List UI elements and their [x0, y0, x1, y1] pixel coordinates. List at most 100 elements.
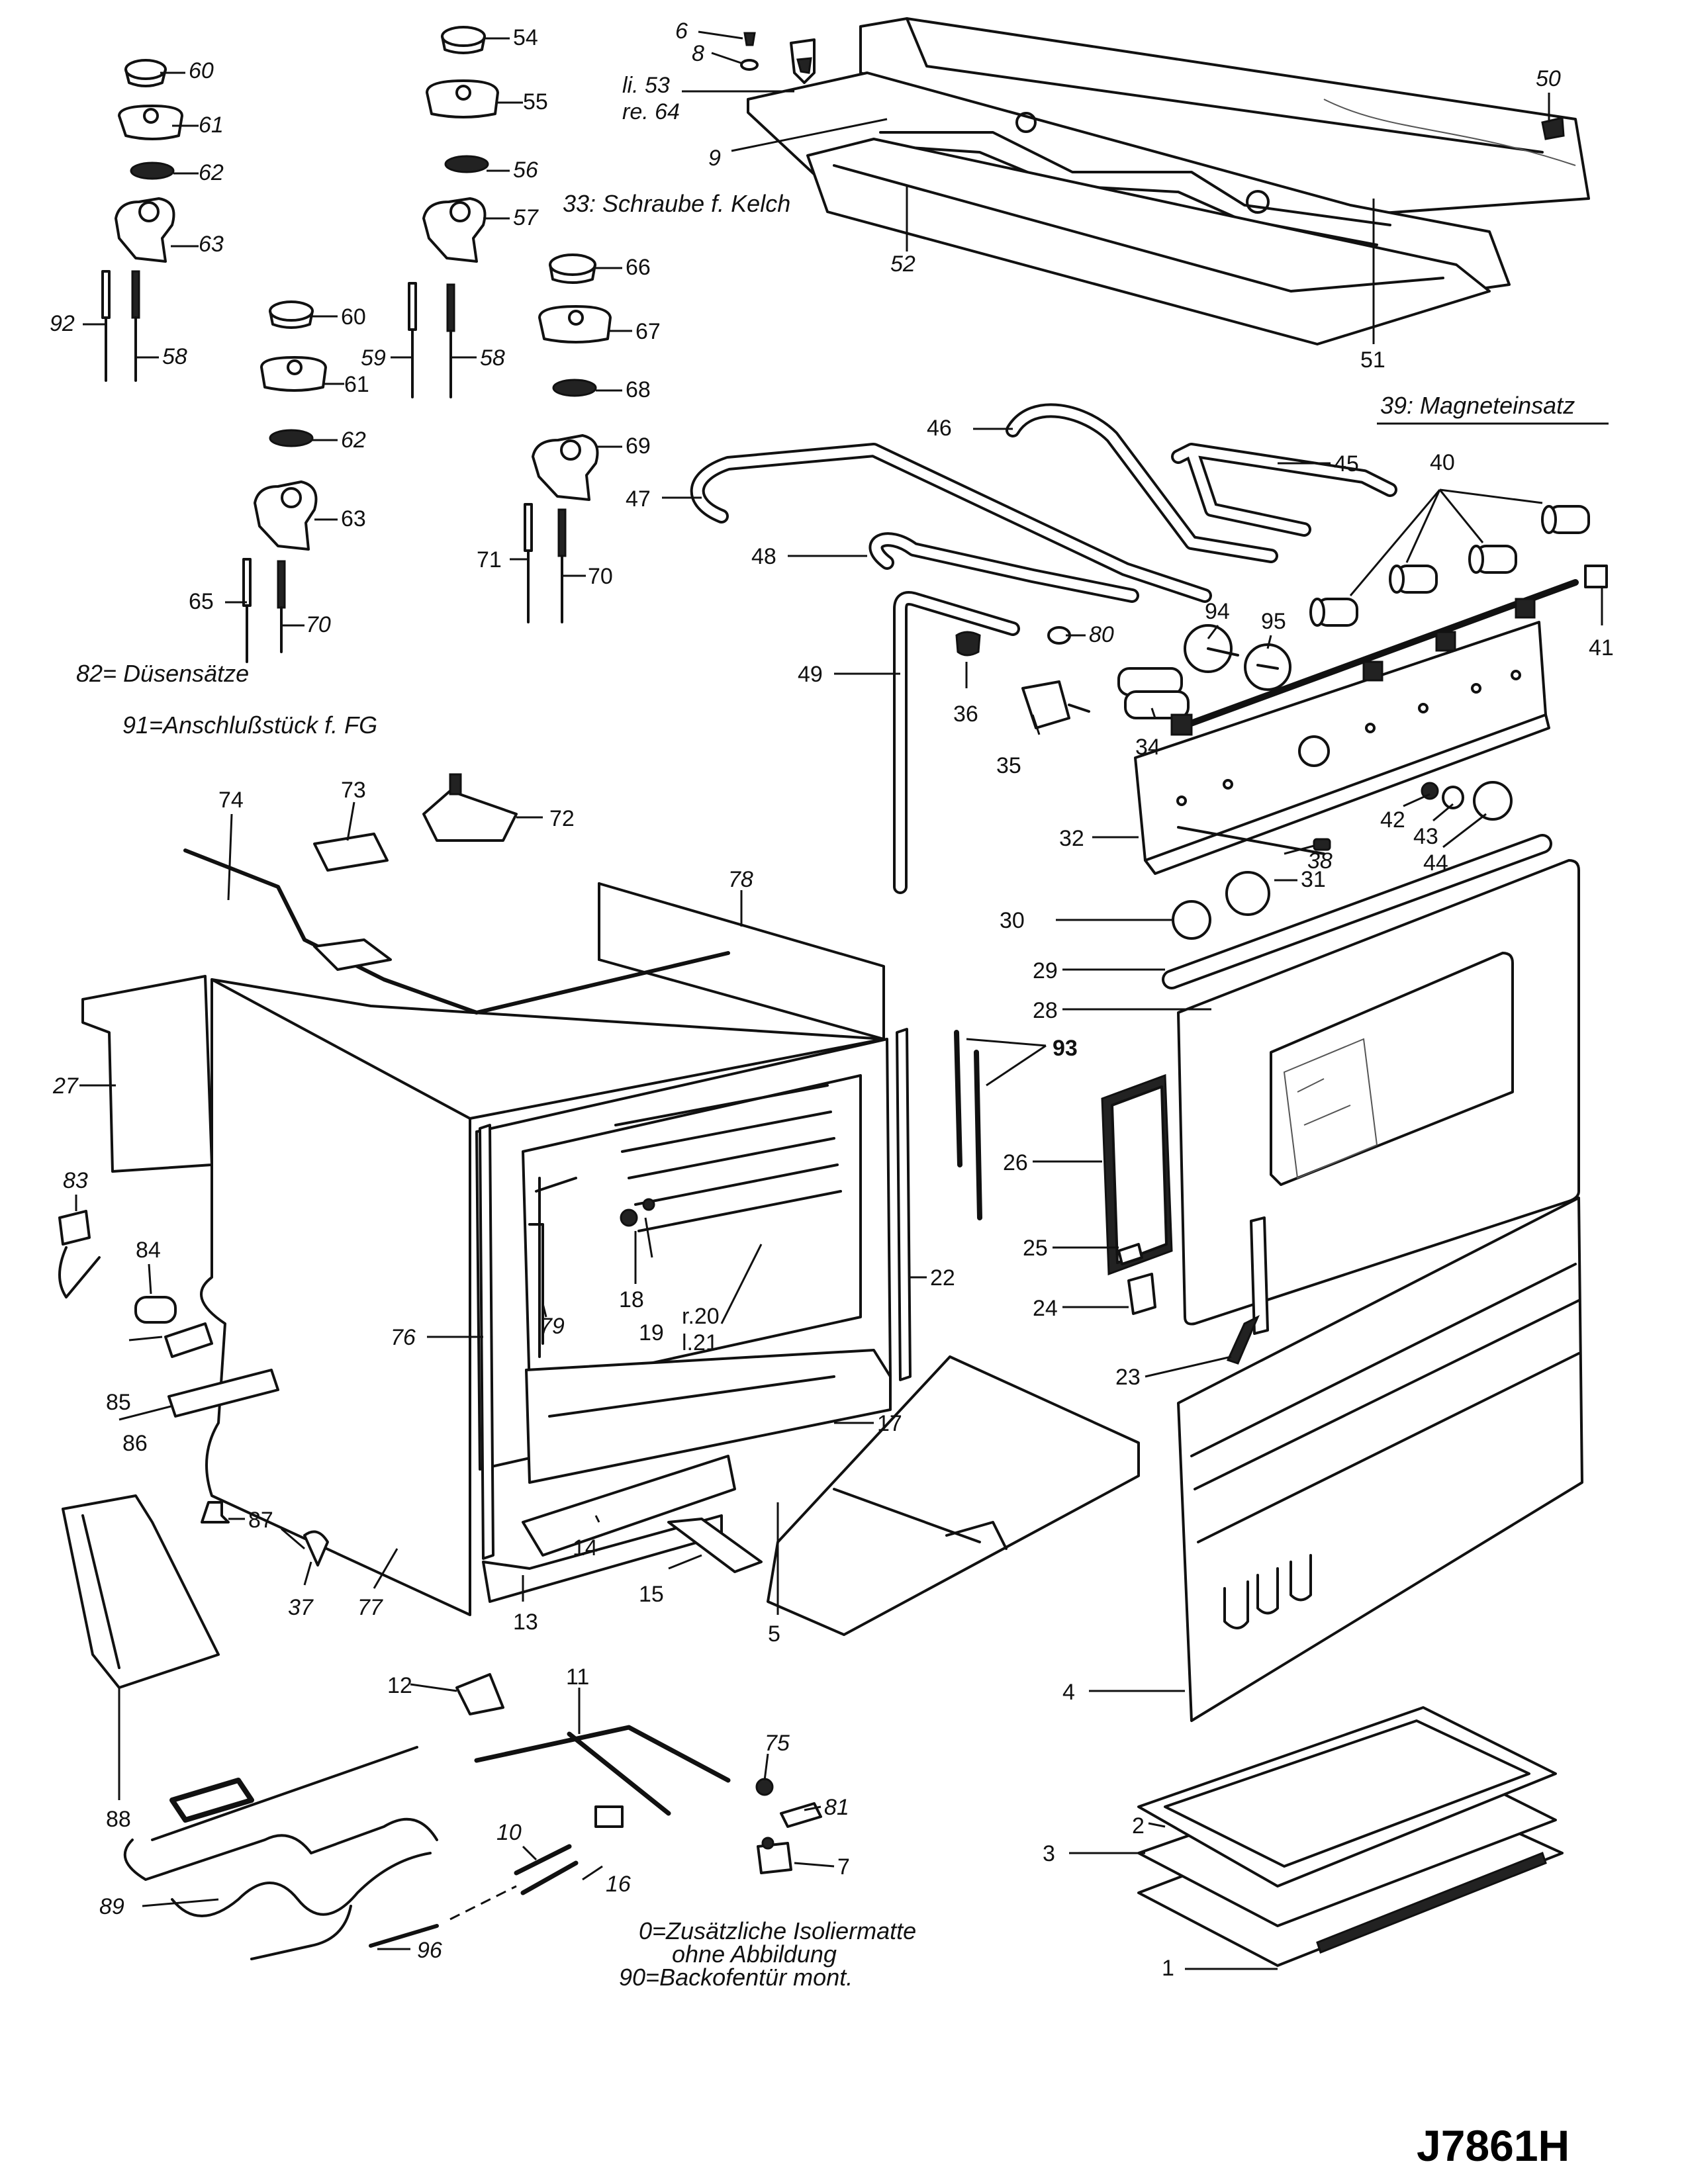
glass-seal-25 [1117, 1243, 1143, 1265]
callout-94: 94 [1205, 599, 1230, 624]
probe-96 [369, 1885, 517, 1948]
rail-15 [667, 1518, 763, 1573]
burner-base-69 [532, 434, 599, 501]
callout-77: 77 [357, 1595, 383, 1620]
callout-84: 84 [136, 1238, 161, 1263]
callout-62b: 62 [341, 428, 366, 453]
burner-body-61b [260, 356, 327, 392]
burner-body-55 [426, 79, 499, 118]
gas-pipe-49 [893, 591, 1020, 894]
heating-element-89 [123, 1746, 438, 1960]
note-door: 90=Backofentür mont. [619, 1964, 853, 1991]
burner-cap-60a [124, 59, 167, 87]
lamp-84 [134, 1296, 177, 1324]
callout-41: 41 [1589, 635, 1614, 660]
spark-36 [955, 631, 981, 657]
oven-door-28 [1177, 859, 1580, 1326]
callout-43: 43 [1413, 824, 1438, 849]
callout-10: 10 [496, 1820, 522, 1845]
side-panel-4 [1177, 1197, 1583, 1722]
callout-70b: 70 [588, 564, 613, 589]
note-insulation-2: ohne Abbildung [672, 1940, 837, 1968]
callout-38: 38 [1307, 848, 1333, 874]
callout-61b: 61 [344, 372, 369, 397]
oven-floor-5 [767, 1355, 1140, 1636]
leader-lines [75, 30, 1609, 1970]
thermocouple-59 [408, 282, 417, 398]
knob-31 [1225, 871, 1270, 916]
callout-50: 50 [1536, 66, 1561, 91]
callout-93: 93 [1053, 1036, 1078, 1061]
callout-40: 40 [1430, 450, 1455, 475]
callout-78: 78 [728, 867, 753, 892]
callout-45: 45 [1334, 451, 1359, 477]
callout-81: 81 [824, 1795, 849, 1820]
side-rail-93 [954, 1030, 982, 1220]
foot-87 [201, 1501, 230, 1524]
note-screw: 33: Schraube f. Kelch [563, 190, 790, 217]
hinge-24 [1127, 1273, 1156, 1315]
hinge-arm-23 [1226, 1216, 1269, 1365]
switch-83 [58, 1210, 101, 1298]
callout-44: 44 [1423, 850, 1448, 876]
callout-56: 56 [513, 158, 538, 183]
callout-36: 36 [953, 702, 978, 727]
callout-28: 28 [1033, 998, 1058, 1023]
nozzle-58b [446, 283, 455, 398]
callout-67: 67 [635, 319, 661, 344]
callout-52: 52 [890, 251, 915, 277]
element-bracket-11 [474, 1725, 731, 1816]
side-rail-76 [479, 1124, 494, 1560]
callout-65: 65 [189, 589, 214, 614]
bracket-85 [164, 1322, 213, 1358]
thermocouple-65 [242, 558, 252, 663]
nozzle-70a [277, 560, 286, 653]
thermocouple-71 [524, 503, 533, 623]
note-magnet: 39: Magneteinsatz [1380, 392, 1575, 419]
callout-9: 9 [708, 146, 721, 171]
callout-42: 42 [1380, 807, 1405, 833]
sensor-10-16 [514, 1805, 624, 1895]
lamp-18 [620, 1198, 655, 1227]
gas-pipe-47 [690, 443, 1212, 603]
callout-13: 13 [513, 1610, 538, 1635]
burner-base-57 [422, 197, 487, 263]
callout-53: li. 53 [622, 73, 670, 98]
callout-79: 79 [539, 1314, 565, 1339]
door-handle-29 [1162, 834, 1552, 989]
callout-6: 6 [675, 19, 688, 44]
top-cover-assembly [747, 17, 1590, 345]
magnet-insert-40 [1309, 505, 1590, 627]
screw-6 [740, 32, 759, 71]
burner-base-63a [115, 197, 175, 263]
callout-80: 80 [1089, 622, 1114, 647]
seal-62a [130, 161, 175, 180]
callout-58b: 58 [480, 345, 505, 371]
callout-48: 48 [751, 544, 776, 569]
callout-72: 72 [549, 806, 575, 831]
burner-cap-60b [269, 300, 314, 329]
seal-56 [444, 155, 489, 173]
callout-49: 49 [798, 662, 823, 687]
thermocouple-92 [101, 270, 111, 382]
callout-58a: 58 [162, 344, 187, 369]
clamp-75 [755, 1778, 774, 1796]
callout-27: 27 [52, 1073, 79, 1099]
callout-60b: 60 [341, 304, 366, 330]
callout-4: 4 [1062, 1680, 1075, 1705]
callout-76: 76 [391, 1325, 416, 1350]
clip-50 [1541, 116, 1565, 140]
nozzle-70b [557, 508, 567, 623]
callout-12: 12 [387, 1673, 412, 1698]
valve-34 [1117, 667, 1190, 719]
air-duct-88 [62, 1494, 220, 1689]
lamp-38 [1313, 838, 1331, 851]
burner-cap-66 [549, 253, 596, 284]
dial-95 [1244, 643, 1291, 691]
callout-21: l.21 [682, 1330, 718, 1355]
callout-22: 22 [930, 1265, 955, 1291]
callout-8: 8 [692, 41, 704, 66]
gas-pipe-46 [1006, 403, 1278, 563]
callout-14: 14 [573, 1535, 598, 1561]
